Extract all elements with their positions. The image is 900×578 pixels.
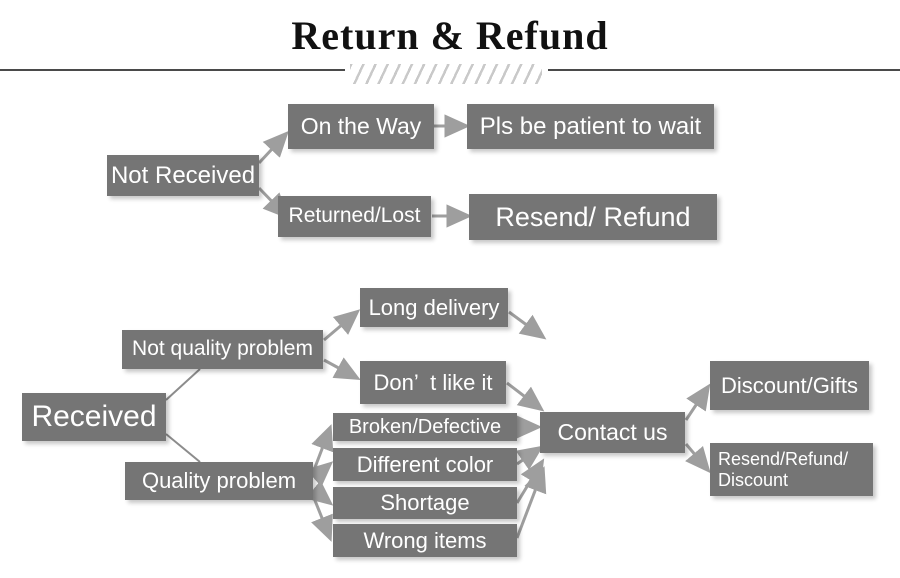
node-long-delivery[interactable]: Long delivery xyxy=(360,288,508,327)
node-different-color[interactable]: Different color xyxy=(333,448,517,481)
node-label: Shortage xyxy=(380,490,470,516)
node-label: Discount/Gifts xyxy=(721,372,858,398)
node-broken-defective[interactable]: Broken/Defective xyxy=(333,413,517,441)
node-label: Resend/Refund/ Discount xyxy=(718,448,849,490)
node-label: Resend/ Refund xyxy=(495,201,691,232)
node-label: Long delivery xyxy=(368,294,500,320)
node-not-received[interactable]: Not Received xyxy=(107,155,259,196)
node-pls-be-patient-to-wait[interactable]: Pls be patient to wait xyxy=(467,104,714,149)
node-label: Wrong items xyxy=(363,527,487,553)
node-wrong-items[interactable]: Wrong items xyxy=(333,524,517,557)
node-dont-like-it[interactable]: Don’ t like it xyxy=(360,361,506,404)
node-on-the-way[interactable]: On the Way xyxy=(288,104,434,149)
node-label: On the Way xyxy=(300,113,422,140)
node-shortage[interactable]: Shortage xyxy=(333,487,517,519)
node-label: Not Received xyxy=(110,161,256,189)
divider-rule-left xyxy=(0,69,345,71)
node-contact-us[interactable]: Contact us xyxy=(540,412,685,453)
node-quality-problem[interactable]: Quality problem xyxy=(125,462,313,500)
divider-rule-right xyxy=(548,69,900,71)
node-label: Received xyxy=(31,400,157,434)
node-label: Don’ t like it xyxy=(373,369,493,395)
header-divider xyxy=(0,64,900,88)
node-returned-lost[interactable]: Returned/Lost xyxy=(278,196,431,237)
node-label: Contact us xyxy=(557,419,668,446)
page-title: Return & Refund xyxy=(291,13,609,58)
diagonal-hatch-divider-icon xyxy=(350,64,542,84)
node-resend-refund-discount[interactable]: Resend/Refund/ Discount xyxy=(710,443,873,496)
node-received[interactable]: Received xyxy=(22,393,166,441)
node-discount-gifts[interactable]: Discount/Gifts xyxy=(710,361,869,410)
node-resend-refund[interactable]: Resend/ Refund xyxy=(469,194,717,240)
node-label: Broken/Defective xyxy=(348,415,502,438)
node-label: Pls be patient to wait xyxy=(479,112,702,140)
node-label: Not quality problem xyxy=(132,337,313,361)
node-label: Returned/Lost xyxy=(288,204,421,228)
node-label: Different color xyxy=(356,451,494,477)
node-not-quality-problem[interactable]: Not quality problem xyxy=(122,330,323,369)
node-label: Quality problem xyxy=(141,468,297,494)
